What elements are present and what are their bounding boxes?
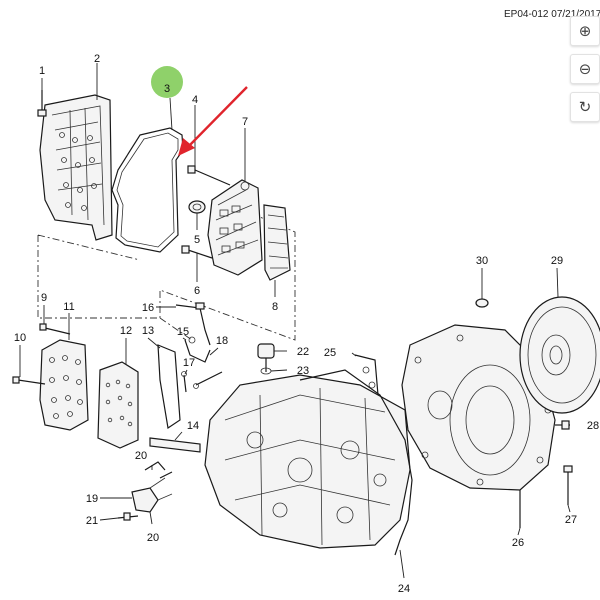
callout-13: 13 <box>142 325 154 337</box>
callout-27: 27 <box>565 514 577 526</box>
callout-15: 15 <box>177 326 189 338</box>
red-pointer-arrow <box>178 86 248 156</box>
callout-16: 16 <box>142 302 154 314</box>
valve-body-group-outline <box>37 199 296 341</box>
part-sensor-19[interactable] <box>131 477 173 513</box>
part-tube-25[interactable] <box>354 354 379 396</box>
callout-leader-lines <box>19 63 571 579</box>
callout-18: 18 <box>216 335 228 347</box>
part-valve-body-cover[interactable] <box>39 94 113 241</box>
part-filter-22[interactable] <box>257 343 275 372</box>
part-seal-30[interactable] <box>475 298 489 308</box>
callout-23: 23 <box>297 365 309 377</box>
callout-2: 2 <box>94 53 100 65</box>
part-connector-15[interactable] <box>184 336 211 363</box>
part-lever-18[interactable] <box>193 371 223 389</box>
part-gasket-3[interactable] <box>111 127 184 253</box>
callout-19: 19 <box>86 493 98 505</box>
part-control-valve-body-7[interactable] <box>207 179 263 276</box>
part-pin-17[interactable] <box>181 371 187 393</box>
callout-26: 26 <box>512 537 524 549</box>
part-gasket-13[interactable] <box>157 344 181 430</box>
callout-10: 10 <box>14 332 26 344</box>
callout-8: 8 <box>272 301 278 313</box>
part-shaft-14[interactable] <box>149 437 201 453</box>
callout-20-lower: 20 <box>147 532 159 544</box>
callout-21: 21 <box>86 515 98 527</box>
zoom-in-icon: ⊕ <box>578 21 592 40</box>
callout-28: 28 <box>587 420 599 432</box>
callout-1: 1 <box>39 65 45 77</box>
part-transmission-case[interactable] <box>204 374 411 549</box>
callout-20-upper: 20 <box>135 450 147 462</box>
callout-29: 29 <box>551 255 563 267</box>
zoom-out-button[interactable]: ⊖ <box>570 54 600 84</box>
callout-14: 14 <box>187 420 199 432</box>
part-separator-plate-12[interactable] <box>97 361 139 449</box>
callout-25: 25 <box>324 347 336 359</box>
part-bolt-10[interactable] <box>12 376 46 385</box>
part-seal-5[interactable] <box>188 200 206 214</box>
reset-view-button[interactable]: ↻ <box>570 92 600 122</box>
reset-icon: ↻ <box>578 97 592 116</box>
highlight-label: 3 <box>164 83 170 95</box>
highlight-marker <box>151 66 183 98</box>
callout-7: 7 <box>242 116 248 128</box>
callout-17: 17 <box>183 357 195 369</box>
figure-reference-code: EP04-012 07/21/2017 <box>504 9 600 20</box>
callout-9: 9 <box>41 292 47 304</box>
callout-6: 6 <box>194 285 200 297</box>
part-torque-converter-29[interactable] <box>519 296 600 414</box>
callout-24: 24 <box>398 583 410 595</box>
callout-12: 12 <box>120 325 132 337</box>
part-bolt-4[interactable] <box>187 165 231 186</box>
part-clip-20[interactable] <box>144 461 173 479</box>
zoom-out-icon: ⊖ <box>578 59 592 78</box>
part-bolt-1[interactable] <box>37 90 47 117</box>
part-valve-body-11[interactable] <box>39 339 89 431</box>
callout-22: 22 <box>297 346 309 358</box>
part-bolt-21[interactable] <box>117 512 139 521</box>
callout-30: 30 <box>476 255 488 267</box>
part-gasket-24[interactable] <box>299 369 413 556</box>
part-bolt-28[interactable] <box>555 420 570 430</box>
callout-4: 4 <box>192 94 198 106</box>
part-bolt-6[interactable] <box>181 245 213 259</box>
callout-5: 5 <box>194 234 200 246</box>
part-bolt-27[interactable] <box>563 465 573 505</box>
zoom-in-button[interactable]: ⊕ <box>570 16 600 46</box>
part-bolt-9[interactable] <box>39 323 71 335</box>
part-bracket-16[interactable] <box>175 302 211 346</box>
part-solenoid-strip-8[interactable] <box>263 204 291 281</box>
callout-11: 11 <box>63 301 74 313</box>
part-converter-housing[interactable] <box>401 324 556 491</box>
